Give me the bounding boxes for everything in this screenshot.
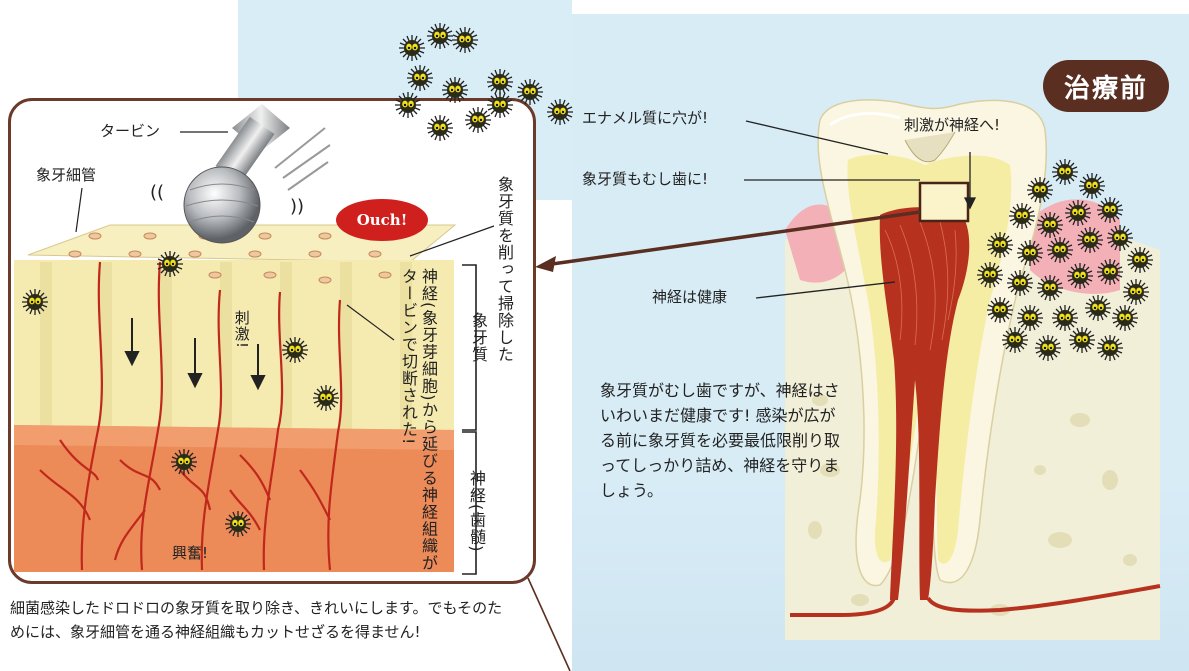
- pulp-layer-label: 神経(歯髄): [467, 470, 486, 553]
- svg-text:((: ((: [150, 182, 164, 203]
- enamel-hole-label: エナメル質に穴が!: [582, 109, 709, 127]
- left-caption: 細菌感染したドロドロの象牙質を取り除き、きれいにします。でもそのためには、象牙細…: [10, 599, 503, 641]
- excitement-label: 興奮!: [172, 544, 209, 562]
- stimulus-arrows: [124, 318, 266, 391]
- dentinal-tubule-label: 象牙細管: [36, 166, 97, 184]
- left-leader-lines: [75, 131, 495, 341]
- dentin-layer-label: 象牙質: [469, 312, 488, 363]
- right-leader-lines: [744, 120, 977, 299]
- link-arrow: [535, 210, 921, 272]
- svg-text:)): )): [290, 196, 304, 217]
- stimulus-to-nerve-label: 刺激が神経へ!: [904, 116, 1001, 134]
- layer-brackets: [462, 264, 477, 575]
- shaved-dentin-text: 象牙質を削って掃除した: [495, 176, 514, 363]
- stimulus-label: 刺激!: [232, 310, 251, 350]
- turbine-label: タービン: [100, 122, 161, 140]
- nerve-healthy-label: 神経は健康: [652, 288, 728, 306]
- decay-highlight-box: [918, 181, 970, 223]
- tooth: [790, 99, 1161, 617]
- frame-connectors: [527, 577, 571, 671]
- dentin-block: [14, 224, 457, 572]
- nerve-fibers: [39, 261, 343, 571]
- nerve-cut-text: 神経(象牙芽細胞)から延びる神経組織がタービンで切断された!: [399, 268, 438, 572]
- motion-lines: [274, 127, 331, 191]
- turbine-burr: [183, 104, 290, 244]
- dentin-decay-label: 象牙質もむし歯に!: [582, 170, 709, 188]
- before-treatment-title: 治療前: [1043, 60, 1169, 112]
- right-body-text: 象牙質がむし歯ですが、神経はさいわいまだ健康です! 感染が広がる前に象牙質を必要…: [600, 381, 841, 500]
- ouch-bubble: Ouch!: [336, 199, 428, 241]
